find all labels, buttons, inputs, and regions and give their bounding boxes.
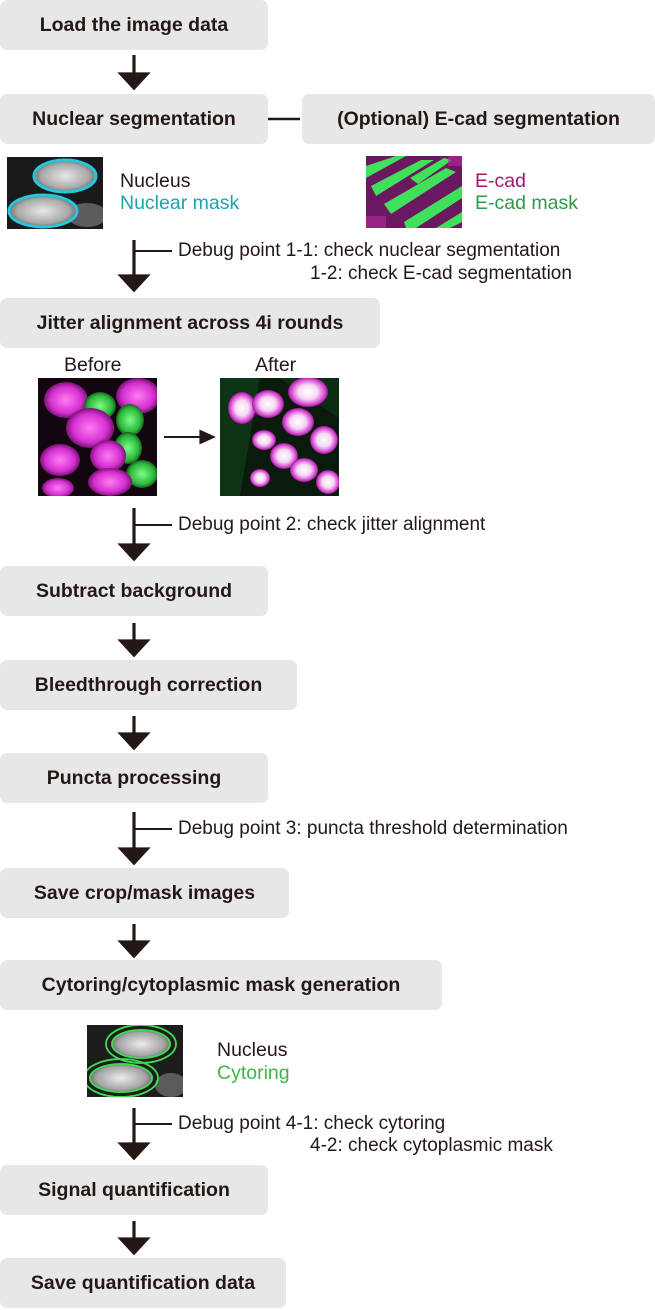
legend-cyto-nucleus: Nucleus	[217, 1039, 287, 1062]
cytoring-image	[87, 1025, 183, 1097]
step-cytoring-generation: Cytoring/cytoplasmic mask generation	[0, 960, 442, 1010]
step-ecad-segmentation: (Optional) E-cad segmentation	[302, 94, 655, 144]
step-jitter-alignment: Jitter alignment across 4i rounds	[0, 298, 380, 348]
after-alignment-image	[220, 378, 339, 496]
debug-point-4-2: 4-2: check cytoplasmic mask	[310, 1134, 553, 1158]
legend-ecad-mask: E-cad mask	[475, 192, 578, 215]
step-save-crop-mask: Save crop/mask images	[0, 868, 289, 918]
debug-point-1-1: Debug point 1-1: check nuclear segmentat…	[178, 239, 560, 263]
debug-point-3: Debug point 3: puncta threshold determin…	[178, 817, 568, 841]
step-puncta-processing: Puncta processing	[0, 753, 268, 803]
legend-nucleus: Nucleus	[120, 170, 190, 193]
step-save-quantification-data: Save quantification data	[0, 1258, 286, 1308]
debug-point-2: Debug point 2: check jitter alignment	[178, 513, 485, 537]
debug-point-1-2: 1-2: check E-cad segmentation	[310, 262, 572, 286]
before-alignment-image	[38, 378, 157, 496]
step-signal-quantification: Signal quantification	[0, 1165, 268, 1215]
step-subtract-background: Subtract background	[0, 566, 268, 616]
label-after: After	[255, 354, 296, 377]
legend-nuclear-mask: Nuclear mask	[120, 192, 239, 215]
ecad-mask-image	[366, 156, 462, 228]
legend-ecad: E-cad	[475, 170, 526, 193]
nuclear-mask-image	[7, 157, 103, 229]
debug-point-4-1: Debug point 4-1: check cytoring	[178, 1112, 445, 1136]
label-before: Before	[64, 354, 121, 377]
step-bleedthrough-correction: Bleedthrough correction	[0, 660, 297, 710]
step-nuclear-segmentation: Nuclear segmentation	[0, 94, 268, 144]
legend-cytoring: Cytoring	[217, 1062, 290, 1085]
step-load-image-data: Load the image data	[0, 0, 268, 50]
